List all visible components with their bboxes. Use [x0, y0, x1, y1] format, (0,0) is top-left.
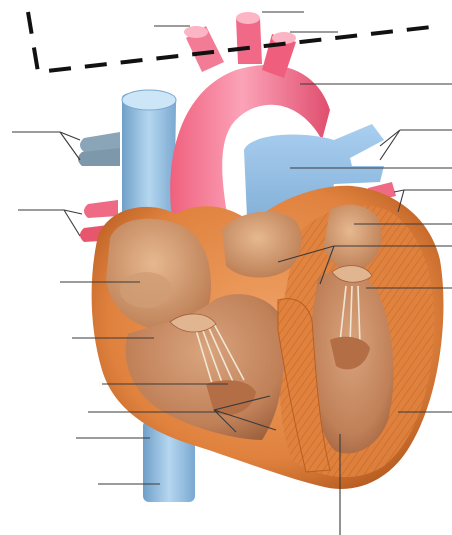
- leader-line: [380, 130, 400, 146]
- leader-line: [394, 190, 404, 192]
- superior-vena-cava-opening: [122, 90, 176, 110]
- crop-frame-dashed: [28, 12, 440, 72]
- leader-line: [380, 130, 400, 160]
- leader-line: [64, 210, 80, 236]
- right-pulmonary-veins-stubs: [78, 132, 120, 166]
- aortic-root: [222, 212, 302, 278]
- right-atrium-fossa: [120, 272, 172, 308]
